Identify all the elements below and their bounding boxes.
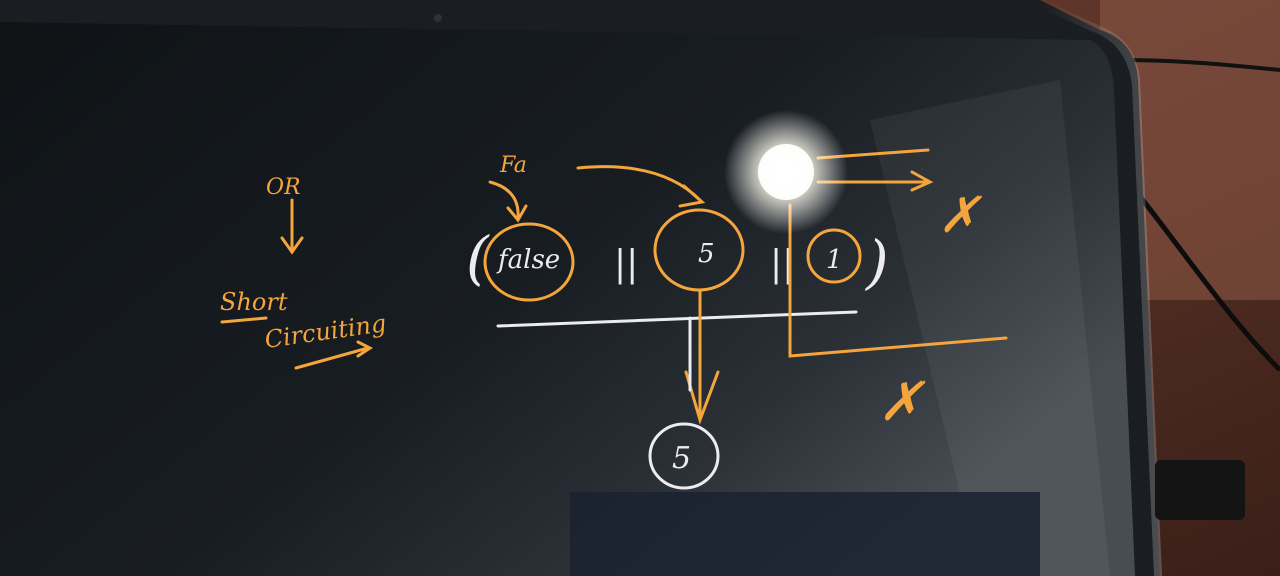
circuiting-underline: [294, 340, 373, 370]
screen-reflection: [870, 80, 1110, 576]
left-notes: [220, 198, 373, 370]
operand-five: 5: [698, 239, 715, 269]
skip-line-bottom: [788, 203, 1008, 358]
or-arrow: [280, 198, 304, 255]
front-camera: [434, 14, 442, 22]
word-or: OR: [266, 175, 301, 200]
result-circle: [648, 422, 720, 490]
circle-false: [483, 222, 575, 302]
light-glare-core: [758, 144, 814, 200]
short-underline: [220, 316, 268, 324]
cable-right: [1133, 188, 1280, 372]
circle-one: [806, 228, 862, 284]
close-paren: ): [864, 228, 889, 296]
word-short: Short: [220, 288, 288, 316]
operand-one: 1: [826, 245, 843, 275]
fa-arrow: [488, 180, 528, 223]
top-arrow: [576, 165, 706, 208]
expression: ( false || 5 || 1 ) Fa 5 ✗ ✗: [466, 148, 1008, 490]
expression-underline: [496, 310, 858, 328]
label-fa: Fa: [499, 153, 527, 178]
skip-mark-top: ✗: [938, 186, 982, 244]
charger-plug: [1155, 460, 1245, 520]
result-value: 5: [672, 441, 691, 476]
operand-false: false: [496, 245, 560, 275]
tablet-screen: [0, 22, 1135, 576]
skip-mark-bottom: ✗: [878, 370, 926, 433]
dark-reflection: [570, 492, 1040, 576]
cable-top: [1119, 58, 1280, 72]
op-or-1: ||: [614, 244, 638, 285]
